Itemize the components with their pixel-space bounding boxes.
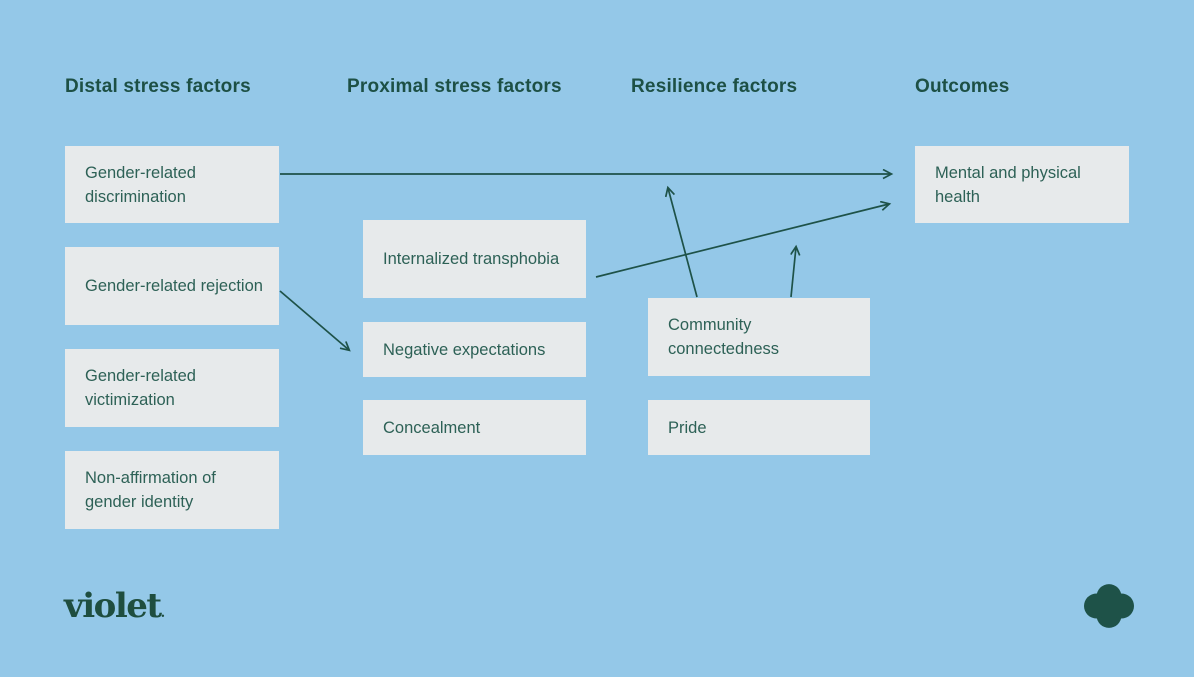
column-header-outcomes: Outcomes	[915, 76, 1010, 97]
box-community-connectedness: Community connectedness	[648, 298, 870, 376]
box-pride: Pride	[648, 400, 870, 455]
column-header-proximal: Proximal stress factors	[347, 76, 562, 97]
violet-logo: violet.	[64, 586, 165, 626]
box-gender-related-rejection: Gender-related rejection	[65, 247, 279, 325]
arrow-community-to-discrimination-pathway	[668, 188, 698, 298]
box-internalized-transphobia: Internalized transphobia	[363, 220, 586, 298]
violet-logo-text: violet	[64, 586, 162, 626]
box-negative-expectations: Negative expectations	[363, 322, 586, 377]
column-header-distal: Distal stress factors	[65, 76, 251, 97]
box-concealment: Concealment	[363, 400, 586, 455]
column-header-resilience: Resilience factors	[631, 76, 798, 97]
arrow-rejection-to-negative-expectations	[279, 290, 349, 350]
box-non-affirmation: Non-affirmation of gender identity	[65, 451, 279, 529]
clover-icon	[1084, 584, 1134, 628]
arrow-community-to-transphobia-pathway	[790, 247, 796, 298]
logo-trademark-dot: .	[160, 606, 166, 621]
arrow-transphobia-to-health	[595, 204, 889, 278]
box-gender-related-discrimination: Gender-related discrimination	[65, 146, 279, 223]
box-gender-related-victimization: Gender-related victimization	[65, 349, 279, 427]
box-mental-physical-health: Mental and physical health	[915, 146, 1129, 223]
